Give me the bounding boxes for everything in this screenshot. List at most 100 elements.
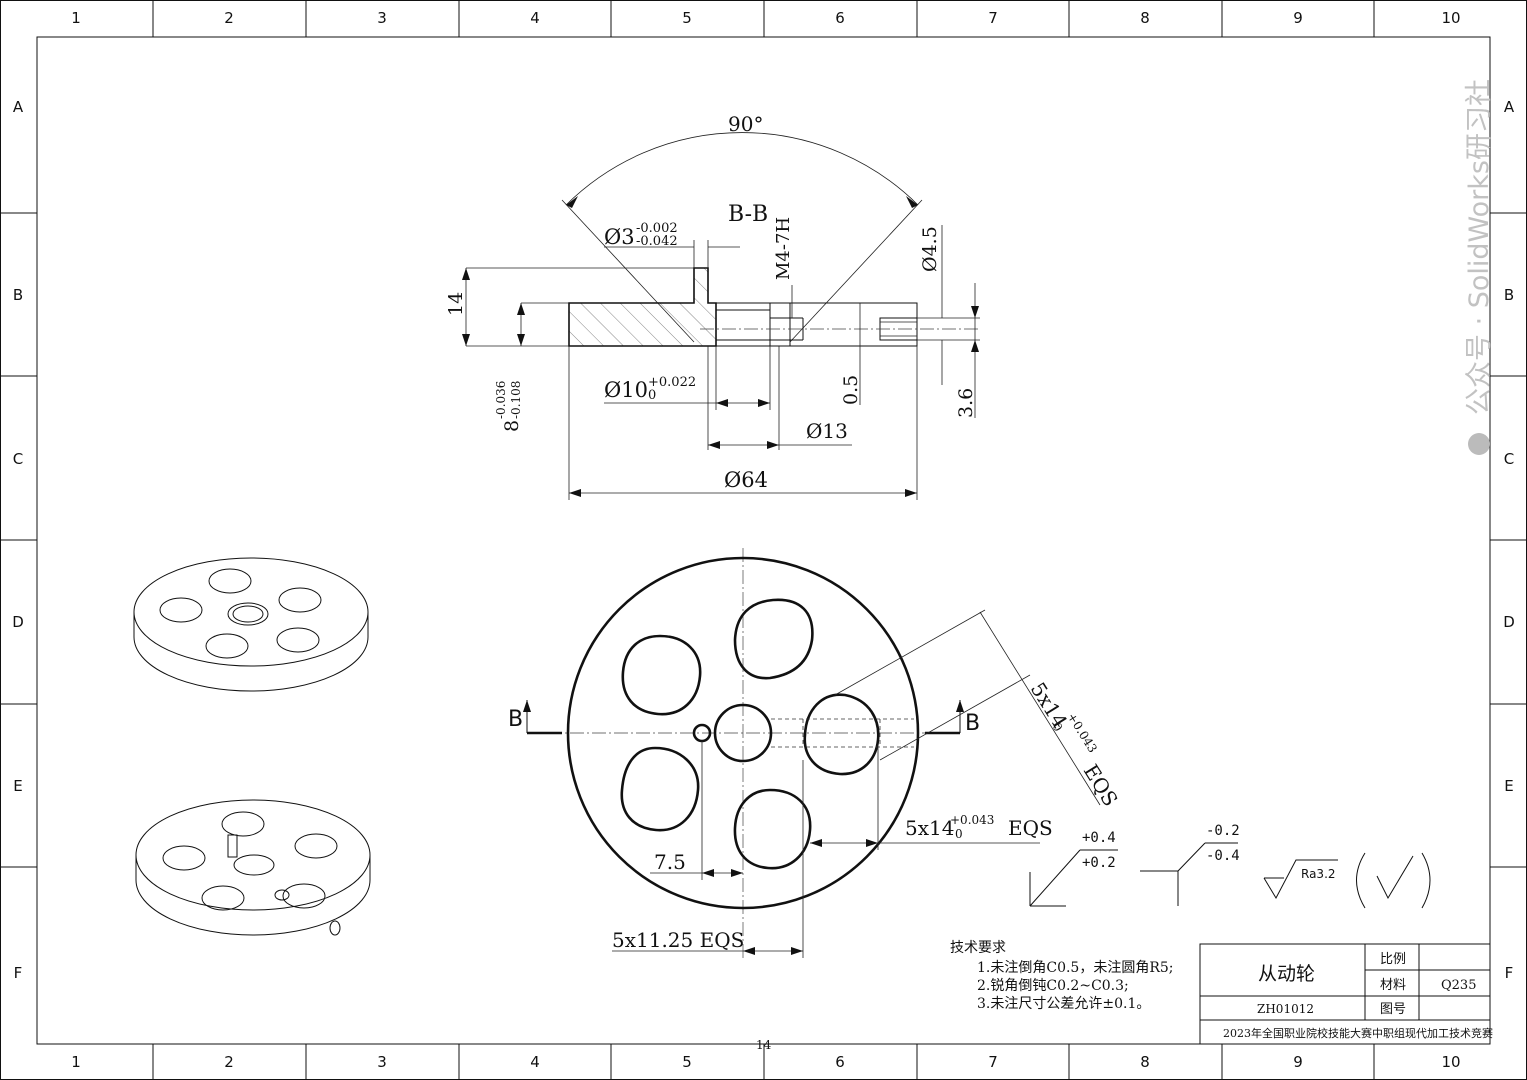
dim-05: 0.5	[840, 375, 862, 405]
wechat-icon	[1468, 433, 1490, 455]
front-view: B B 5x14 +0.043 0 EQS 5x14 +0.043 0 EQS …	[508, 548, 1123, 958]
isometric-view-bottom	[135, 799, 371, 936]
col-label-bottom: 2	[224, 1053, 234, 1071]
dim-d13: Ø13	[806, 419, 848, 443]
col-label-top: 5	[682, 9, 692, 27]
dim-h8: 8	[501, 420, 523, 432]
material-value: Q235	[1441, 978, 1476, 993]
tol2-lower: -0.4	[1206, 848, 1240, 864]
col-label-top: 7	[988, 9, 998, 27]
tol2-upper: -0.2	[1206, 823, 1240, 839]
col-label-top: 1	[71, 9, 81, 27]
dim-slot-h-lower: 0	[955, 827, 963, 841]
slot	[803, 693, 880, 776]
outer-circle	[566, 556, 920, 910]
title-block: 从动轮 比例 材料 Q235 图号 ZH01012 2023年全国职业院校技能大…	[1199, 943, 1493, 1045]
row-label-right: B	[1504, 286, 1514, 304]
row-label-left: E	[13, 777, 22, 795]
col-label-top: 6	[835, 9, 845, 27]
dim-d45: Ø4.5	[919, 226, 941, 272]
row-label-right: C	[1504, 450, 1514, 468]
dim-h8-upper: -0.036	[494, 381, 508, 419]
dim-slot-h-upper: +0.043	[950, 813, 994, 827]
dim-d3-lower: -0.042	[636, 234, 678, 249]
dim-thread: M4-7H	[773, 217, 794, 280]
dim-1125: 5x11.25 EQS	[612, 928, 744, 952]
row-label-right: F	[1505, 964, 1514, 982]
dim-d10-upper: +0.022	[648, 375, 696, 390]
ratio-label: 比例	[1380, 952, 1406, 967]
dim-angle: 90°	[728, 112, 763, 136]
col-label-bottom: 9	[1293, 1053, 1303, 1071]
center-bore	[713, 703, 773, 763]
notes-title: 技术要求	[950, 940, 1006, 956]
col-label-top: 8	[1140, 9, 1150, 27]
row-label-left: F	[14, 964, 23, 982]
row-label-right: E	[1504, 777, 1513, 795]
dim-75: 7.5	[654, 850, 686, 874]
roughness-symbol: Ra3.2	[1263, 852, 1431, 909]
dim-d3: Ø3	[604, 225, 635, 249]
col-label-top: 2	[224, 9, 234, 27]
row-label-right: D	[1503, 613, 1515, 631]
row-label-left: A	[13, 98, 24, 116]
dim-slot-h-suffix: EQS	[1008, 816, 1053, 840]
note-item: 2.锐角倒钝C0.2~C0.3;	[977, 978, 1129, 994]
dim-d10: Ø10	[604, 378, 648, 402]
col-label-top: 9	[1293, 9, 1303, 27]
col-label-bottom: 4	[530, 1053, 540, 1071]
slot-group	[620, 598, 880, 870]
note-item: 1.未注倒角C0.5，未注圆角R5;	[977, 960, 1174, 976]
tolerance-symbol-2: -0.2 -0.4	[1140, 823, 1240, 906]
row-label-left: B	[13, 286, 23, 304]
section-label: B-B	[728, 202, 768, 227]
section-mark-right: B	[965, 711, 980, 736]
note-item: 3.未注尺寸公差允许±0.1。	[977, 996, 1150, 1012]
col-label-top: 4	[530, 9, 540, 27]
part-name: 从动轮	[1258, 963, 1315, 985]
tol1-upper: +0.4	[1082, 830, 1116, 846]
dim-slot-angle-upper: +0.043	[1064, 710, 1099, 755]
col-label-bottom: 3	[377, 1053, 387, 1071]
material-label: 材料	[1380, 978, 1406, 993]
row-label-left: D	[12, 613, 24, 631]
col-label-bottom: 1	[71, 1053, 81, 1071]
row-label-right: A	[1504, 98, 1515, 116]
col-label-bottom: 8	[1140, 1053, 1150, 1071]
col-label-bottom: 6	[835, 1053, 845, 1071]
col-label-top: 3	[377, 9, 387, 27]
slot	[621, 634, 702, 716]
section-mark-left: B	[508, 707, 523, 732]
roughness-value: Ra3.2	[1301, 867, 1336, 881]
col-label-bottom: 7	[988, 1053, 998, 1071]
page-number: 14	[756, 1038, 772, 1052]
dim-36: 3.6	[955, 388, 977, 418]
isometric-view-top	[133, 557, 369, 692]
dim-slot-angle-suffix: EQS	[1079, 760, 1123, 811]
col-label-bottom: 10	[1441, 1053, 1460, 1071]
dim-h14: 14	[445, 292, 467, 316]
dim-slot-angle: 5x14	[1026, 678, 1073, 733]
tol1-lower: +0.2	[1082, 855, 1116, 871]
slot	[733, 598, 814, 680]
dim-slot-h: 5x14	[905, 816, 954, 840]
dim-d3-upper: -0.002	[636, 221, 678, 236]
slot	[733, 788, 812, 870]
technical-notes: 技术要求 1.未注倒角C0.5，未注圆角R5; 2.锐角倒钝C0.2~C0.3;…	[950, 940, 1174, 1012]
row-label-left: C	[13, 450, 23, 468]
watermark: 公众号 · SolidWorks研习社	[1464, 79, 1495, 455]
dim-d64: Ø64	[724, 468, 768, 492]
dim-h8-lower: -0.108	[509, 381, 523, 419]
svg-text:公众号 · SolidWorks研习社: 公众号 · SolidWorks研习社	[1464, 79, 1495, 415]
tolerance-symbol-1: +0.4 +0.2	[1029, 830, 1118, 907]
col-label-bottom: 5	[682, 1053, 692, 1071]
drawing-no-label: 图号	[1380, 1002, 1406, 1017]
competition-name: 2023年全国职业院校技能大赛中职组现代加工技术竞赛	[1223, 1026, 1493, 1040]
section-view-bb: B-B 90° Ø3 -0.002 -0.042	[445, 112, 980, 500]
col-label-top: 10	[1441, 9, 1460, 27]
dim-d10-lower: 0	[648, 388, 656, 403]
slot	[620, 746, 700, 832]
drawing-no: ZH01012	[1257, 1002, 1314, 1016]
